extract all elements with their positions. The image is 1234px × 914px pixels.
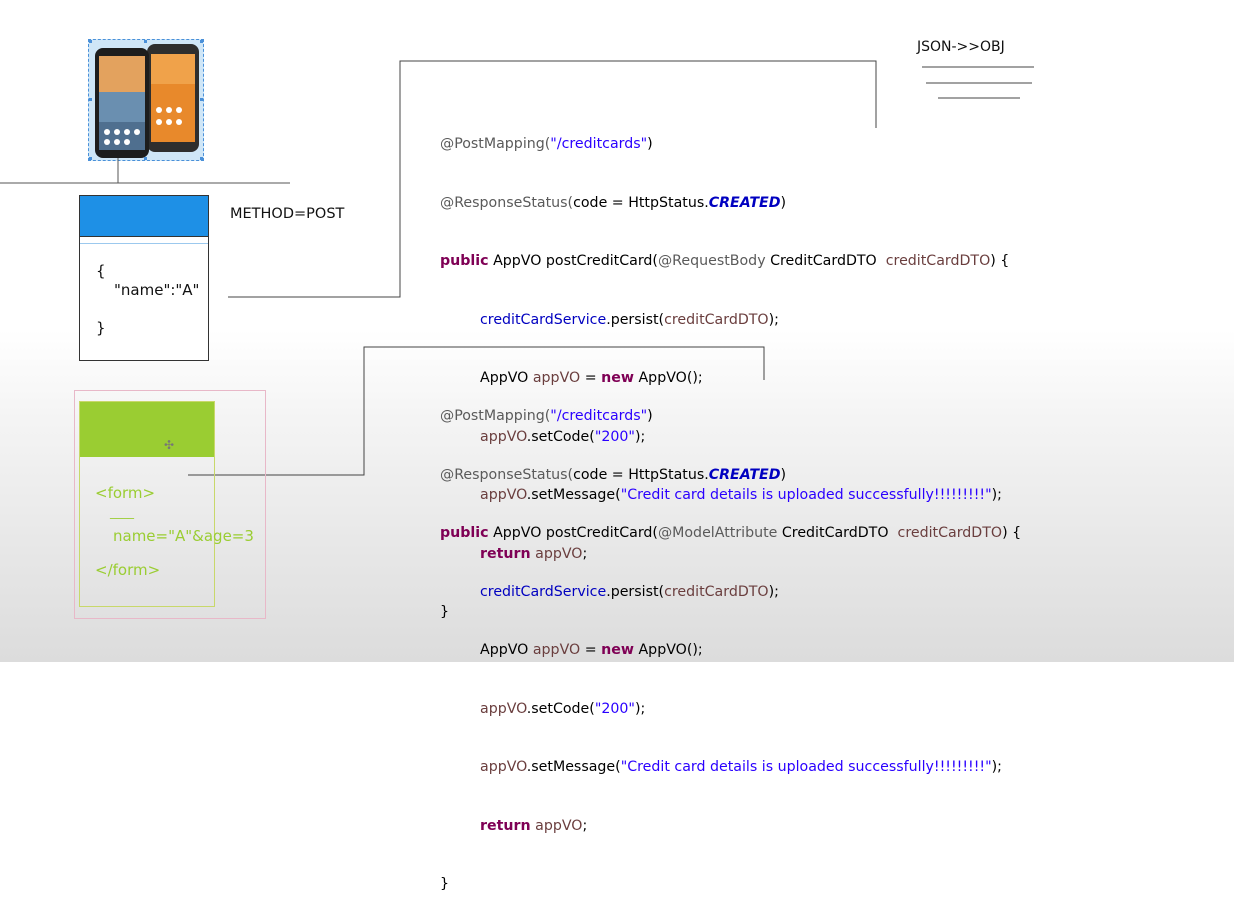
- phones-illustration: [89, 40, 203, 160]
- connector-lines: [0, 60, 1034, 476]
- form-body: name="A"&age=3: [113, 527, 254, 545]
- move-cursor-icon: ✣: [164, 438, 175, 452]
- form-connector: [188, 346, 765, 476]
- smartphones-image: [88, 39, 204, 161]
- form-open-tag: <form>: [95, 484, 156, 502]
- form-close-tag: </form>: [95, 561, 161, 579]
- json-box-header: [80, 196, 208, 237]
- code-block-requestbody: @PostMapping("/creditcards") @ResponseSt…: [440, 136, 1010, 620]
- form-request-box: ✣: [79, 401, 215, 607]
- json-to-obj-label: JSON->>OBJ: [917, 39, 1005, 55]
- form-request-outer: [74, 390, 266, 619]
- form-box-header: [80, 402, 214, 457]
- json-connector: [228, 60, 877, 298]
- form-underline: ____: [110, 505, 134, 519]
- json-close-brace: }: [96, 319, 106, 337]
- json-open-brace: {: [96, 262, 106, 280]
- json-body: "name":"A": [114, 281, 200, 299]
- method-post-label: METHOD=POST: [230, 206, 345, 222]
- code-block-modelattribute: @PostMapping("/creditcards") @ResponseSt…: [440, 408, 1022, 892]
- json-request-box: { "name":"A" }: [79, 195, 209, 361]
